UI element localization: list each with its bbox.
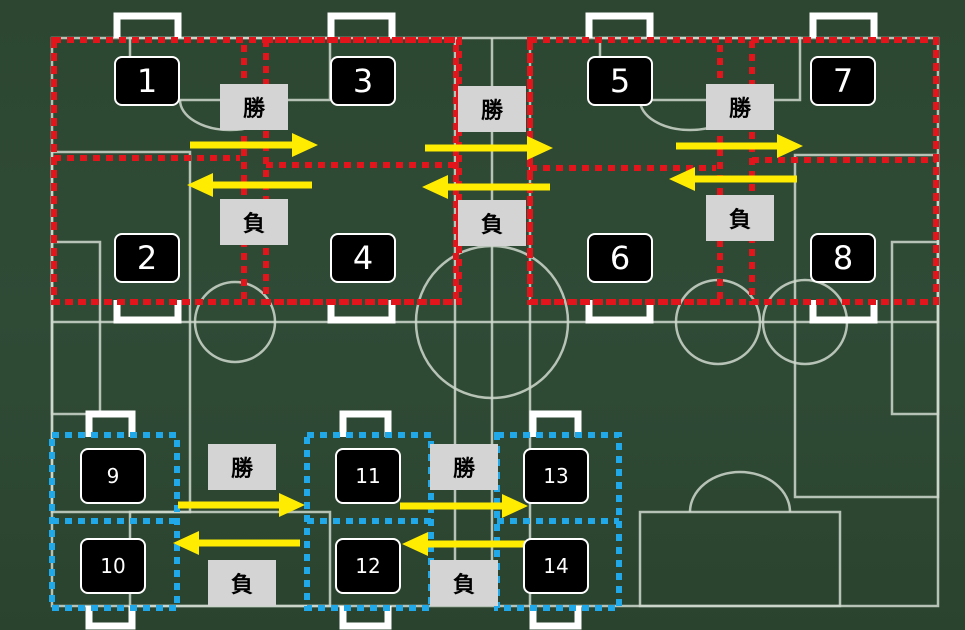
goal-area-right [892, 242, 938, 414]
mini-box [640, 512, 840, 606]
team-badge-10: 10 [80, 538, 146, 594]
team-badge-2: 2 [114, 233, 180, 283]
team-badge-8: 8 [810, 233, 876, 283]
goal-icon [589, 16, 650, 38]
goal-icon [813, 16, 874, 38]
win-arrow [676, 134, 803, 158]
lose-arrow [187, 173, 312, 197]
team-badge-12: 12 [335, 538, 401, 594]
team-badge-13: 13 [523, 448, 589, 504]
win-arrow [190, 133, 318, 157]
win-arrow [425, 136, 553, 160]
win-arrow [400, 494, 528, 518]
team-badge-11: 11 [335, 448, 401, 504]
win-label: 勝 [706, 84, 774, 130]
lose-arrow [173, 531, 300, 555]
team-badge-5: 5 [587, 56, 653, 106]
lose-label: 負 [706, 195, 774, 241]
mini-arc [690, 472, 790, 512]
goal-icon [117, 16, 178, 38]
team-badge-9: 9 [80, 448, 146, 504]
win-label: 勝 [458, 86, 526, 132]
lose-label: 負 [220, 199, 288, 245]
lose-label: 負 [458, 200, 526, 246]
win-arrow [178, 493, 305, 517]
goal-icon [331, 16, 392, 38]
penalty-area-right [795, 155, 938, 497]
lose-label: 負 [430, 560, 498, 606]
lose-arrow [669, 167, 797, 191]
team-badge-3: 3 [330, 56, 396, 106]
team-badge-1: 1 [114, 56, 180, 106]
team-badge-6: 6 [587, 233, 653, 283]
win-label: 勝 [430, 444, 498, 490]
team-badge-4: 4 [330, 233, 396, 283]
goal-area-left [52, 242, 100, 414]
red-zones [54, 40, 936, 302]
lose-arrow [402, 532, 525, 556]
team-badge-14: 14 [523, 538, 589, 594]
win-label: 勝 [220, 84, 288, 130]
win-label: 勝 [208, 444, 276, 490]
lose-label: 負 [208, 560, 276, 606]
team-badge-7: 7 [810, 56, 876, 106]
